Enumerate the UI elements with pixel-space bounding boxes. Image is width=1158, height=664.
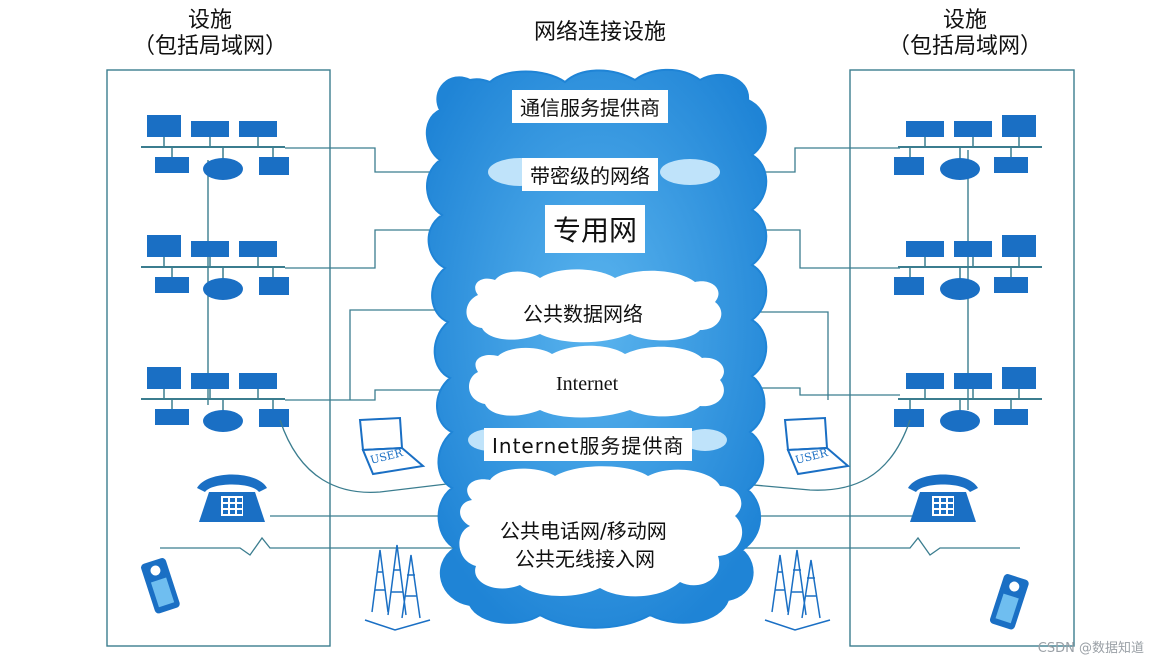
radio-towers-right bbox=[764, 549, 831, 631]
layer-isp: Internet服务提供商 bbox=[484, 428, 693, 461]
mobile-phone-right bbox=[989, 574, 1029, 630]
telephone-left bbox=[197, 474, 267, 522]
right-facility-title: 设施 bbox=[942, 8, 987, 33]
radio-towers-left bbox=[364, 544, 431, 631]
layer-private-network: 专用网 bbox=[545, 205, 646, 253]
network-cloud bbox=[425, 68, 768, 629]
left-lan-2 bbox=[140, 234, 290, 301]
layer-public-wireless: 公共无线接入网 bbox=[515, 547, 655, 571]
right-lan-2 bbox=[893, 234, 1043, 301]
laptop-right bbox=[783, 416, 851, 476]
layer-telecom-provider: 通信服务提供商 bbox=[512, 90, 668, 123]
center-title: 网络连接设施 bbox=[533, 20, 666, 45]
right-facility-frame bbox=[849, 69, 1075, 647]
left-lan-3 bbox=[140, 366, 290, 433]
layer-pstn-mobile: 公共电话网/移动网 bbox=[500, 519, 667, 543]
mobile-phone-left bbox=[141, 558, 180, 614]
right-facility-subtitle: （包括局域网） bbox=[887, 34, 1042, 59]
left-lan-1 bbox=[140, 114, 290, 181]
left-facility-subtitle: （包括局域网） bbox=[132, 34, 287, 59]
layer-classified-network: 带密级的网络 bbox=[522, 158, 658, 191]
laptop-left bbox=[358, 416, 426, 476]
right-lan-1 bbox=[893, 114, 1043, 181]
left-facility-frame bbox=[106, 69, 331, 647]
watermark: CSDN @数据知道 bbox=[1037, 641, 1144, 656]
layer-internet: Internet bbox=[556, 373, 619, 395]
left-facility-title: 设施 bbox=[187, 8, 232, 33]
telephone-right bbox=[908, 474, 978, 522]
layer-public-data-network: 公共数据网络 bbox=[523, 302, 643, 326]
right-lan-3 bbox=[893, 366, 1043, 433]
